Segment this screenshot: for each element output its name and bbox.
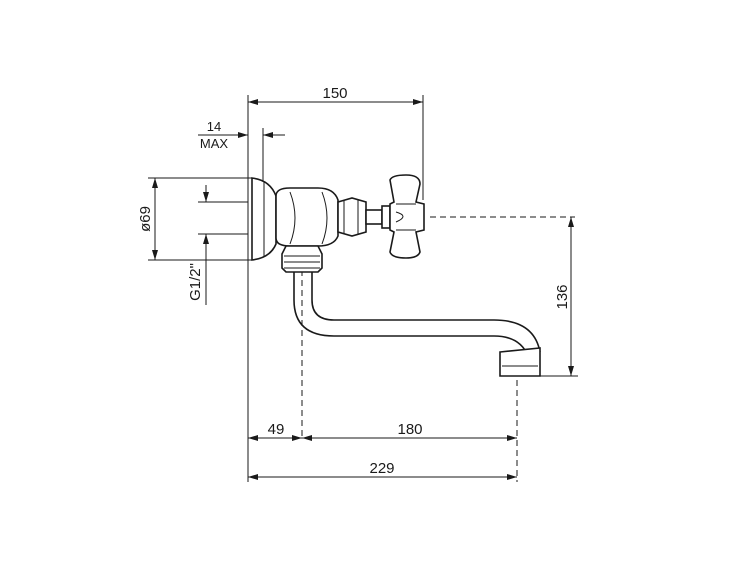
dimension-136: 136 xyxy=(540,217,578,377)
faucet-body xyxy=(251,174,541,377)
dimension-49-180: 49 180 xyxy=(248,421,517,441)
dimension-max-label: MAX xyxy=(200,136,229,151)
dimension-229-label: 229 xyxy=(369,460,394,477)
dimension-136-label: 136 xyxy=(554,284,571,309)
dimension-150-label: 150 xyxy=(322,85,347,102)
dimension-69-label: ø69 xyxy=(137,206,154,232)
dimension-thread-label: G1/2" xyxy=(187,263,204,301)
dimension-thread: G1/2" xyxy=(187,185,248,305)
dimension-150: 150 xyxy=(248,85,424,200)
dimension-14-label: 14 xyxy=(207,119,221,134)
dimension-diameter-69: ø69 xyxy=(137,177,252,261)
dimension-14-max: 14 MAX xyxy=(198,119,285,182)
dimension-49-label: 49 xyxy=(268,421,285,438)
dimension-229: 229 xyxy=(248,460,517,480)
dimension-180-label: 180 xyxy=(397,421,422,438)
